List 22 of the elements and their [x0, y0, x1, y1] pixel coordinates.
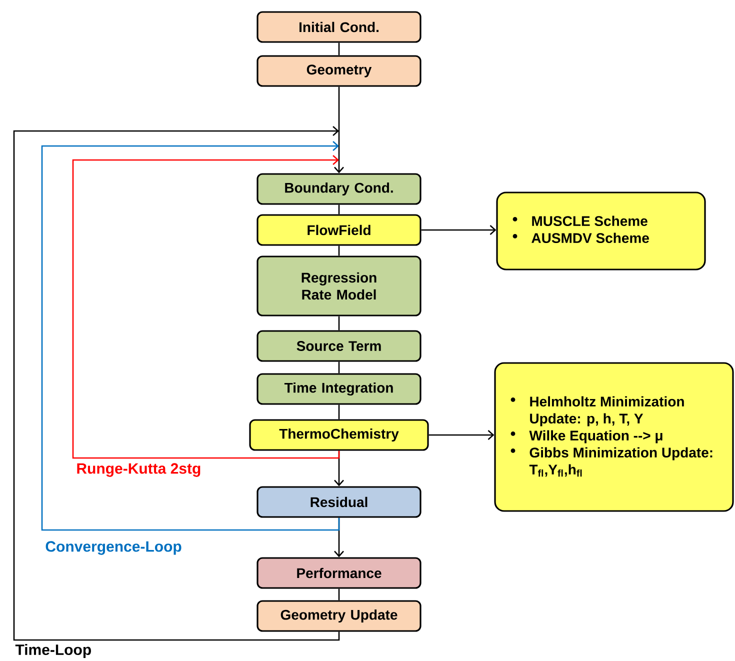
- edge-label: Time-Loop: [14, 643, 93, 659]
- bullet-list-box: Helmholtz Minimization Update: p, h, T, Y Wilke Equation --> μ Gibbs Minimization Update: T$_{fl}$,Y$_{fl}$,h$_{fl}$: [494, 362, 734, 512]
- process-box: ThermoChemistry: [249, 419, 429, 451]
- arrow: [13, 126, 340, 641]
- bullet-list-box: MUSCLE Scheme AUSMDV Scheme: [496, 192, 706, 270]
- arrow: [428, 430, 494, 440]
- process-box: Regression Rate Model: [256, 256, 422, 316]
- arrow: [41, 141, 340, 531]
- process-box: Geometry Update: [256, 600, 422, 632]
- process-box: FlowField: [256, 214, 422, 246]
- process-box: Performance: [256, 557, 422, 589]
- arrow: [334, 86, 344, 174]
- edge-label: Convergence-Loop: [44, 540, 183, 556]
- process-box: Boundary Cond.: [256, 173, 422, 205]
- process-box: Time Integration: [256, 373, 422, 405]
- process-box: Source Term: [256, 330, 422, 362]
- process-box: Residual: [256, 486, 422, 518]
- process-box: Geometry: [256, 55, 422, 87]
- arrow: [421, 225, 496, 235]
- arrow: [72, 155, 340, 459]
- process-box: Initial Cond.: [256, 11, 422, 43]
- edge-label: Runge-Kutta 2stg: [75, 462, 202, 478]
